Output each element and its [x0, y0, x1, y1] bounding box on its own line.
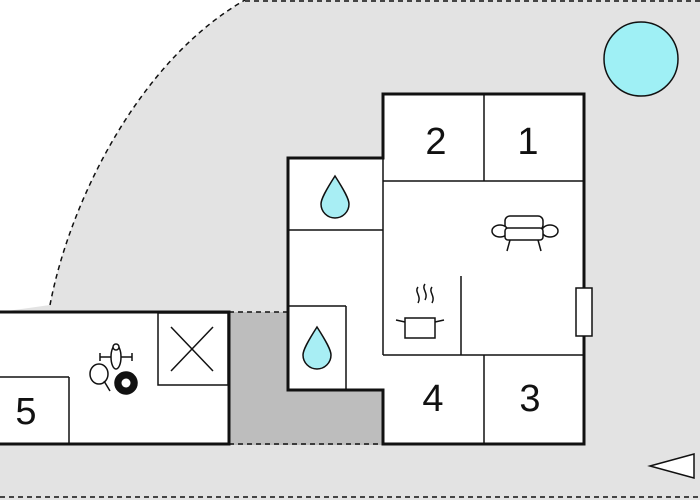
cross-box-icon — [157, 312, 229, 386]
triangle-marker-icon — [647, 453, 695, 479]
water-drop-icon — [320, 174, 350, 219]
sofa-icon — [491, 215, 559, 252]
cross-box-icon-line-b — [170, 326, 214, 372]
window — [575, 287, 593, 337]
water-drop-icon — [302, 325, 332, 370]
room-4-label: 4 — [422, 378, 443, 420]
annex-building — [0, 310, 231, 446]
table-tennis-billiard-icon — [89, 343, 138, 395]
room-1-label: 1 — [517, 121, 538, 163]
room-5-label: 5 — [15, 391, 36, 433]
terrace-boundary-arc — [49, 0, 246, 306]
cooking-pot-icon — [395, 283, 445, 339]
pool-icon — [603, 21, 679, 97]
room-2-label: 2 — [425, 121, 446, 163]
room-3-label: 3 — [519, 378, 540, 420]
